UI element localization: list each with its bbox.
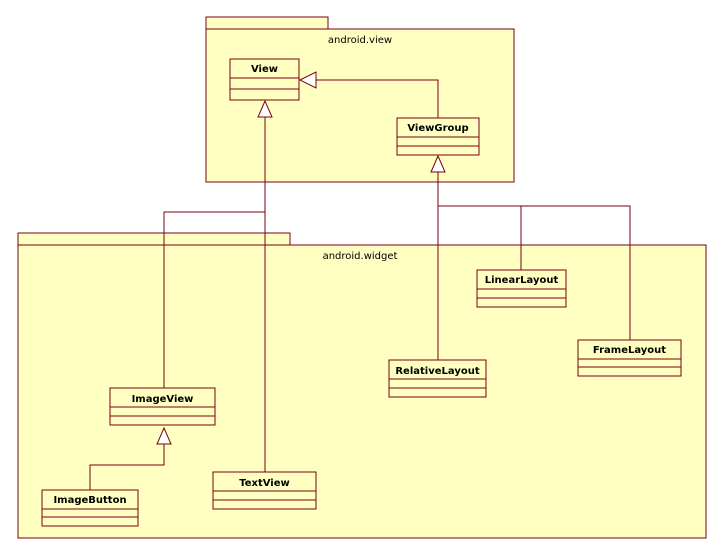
package-body <box>205 28 515 183</box>
package-tab <box>205 16 329 30</box>
arrowhead-to-viewgroup-bottom <box>430 154 446 173</box>
class-name: TextView <box>239 478 290 489</box>
class-name: ImageView <box>132 394 194 405</box>
class-relativelayout[interactable]: RelativeLayout <box>388 359 487 398</box>
class-box <box>41 489 139 527</box>
generalization-imageview-to-view <box>163 211 265 389</box>
class-name: LinearLayout <box>485 275 559 286</box>
class-imagebutton[interactable]: ImageButton <box>41 489 139 527</box>
class-name: View <box>251 64 278 75</box>
generalization-viewgroup-to-view <box>316 79 439 119</box>
package-android-view: android.view <box>205 16 515 183</box>
class-box <box>577 339 682 377</box>
arrowhead-to-view-bottom <box>257 99 273 118</box>
arrowhead-to-imageview-bottom <box>156 426 172 445</box>
class-name: FrameLayout <box>593 345 666 356</box>
class-textview[interactable]: TextView <box>212 471 317 510</box>
class-name: ViewGroup <box>407 123 468 134</box>
class-box <box>229 58 300 101</box>
arrowheads <box>156 71 446 445</box>
class-name: ImageButton <box>53 495 126 506</box>
generalization-imagebutton-to-imageview <box>89 444 165 491</box>
class-viewgroup[interactable]: ViewGroup <box>396 117 480 156</box>
package-label: android.view <box>328 35 392 46</box>
class-view[interactable]: View <box>229 58 300 101</box>
class-name: RelativeLayout <box>395 366 479 377</box>
arrowhead-to-view-side <box>298 71 317 89</box>
generalization-framelayout-to-viewgroup <box>521 205 631 341</box>
package-tab <box>17 232 291 246</box>
package-label: android.widget <box>323 251 398 262</box>
relationship-lines <box>89 79 631 491</box>
class-imageview[interactable]: ImageView <box>109 387 216 426</box>
class-framelayout[interactable]: FrameLayout <box>577 339 682 377</box>
class-linearlayout[interactable]: LinearLayout <box>476 269 567 308</box>
